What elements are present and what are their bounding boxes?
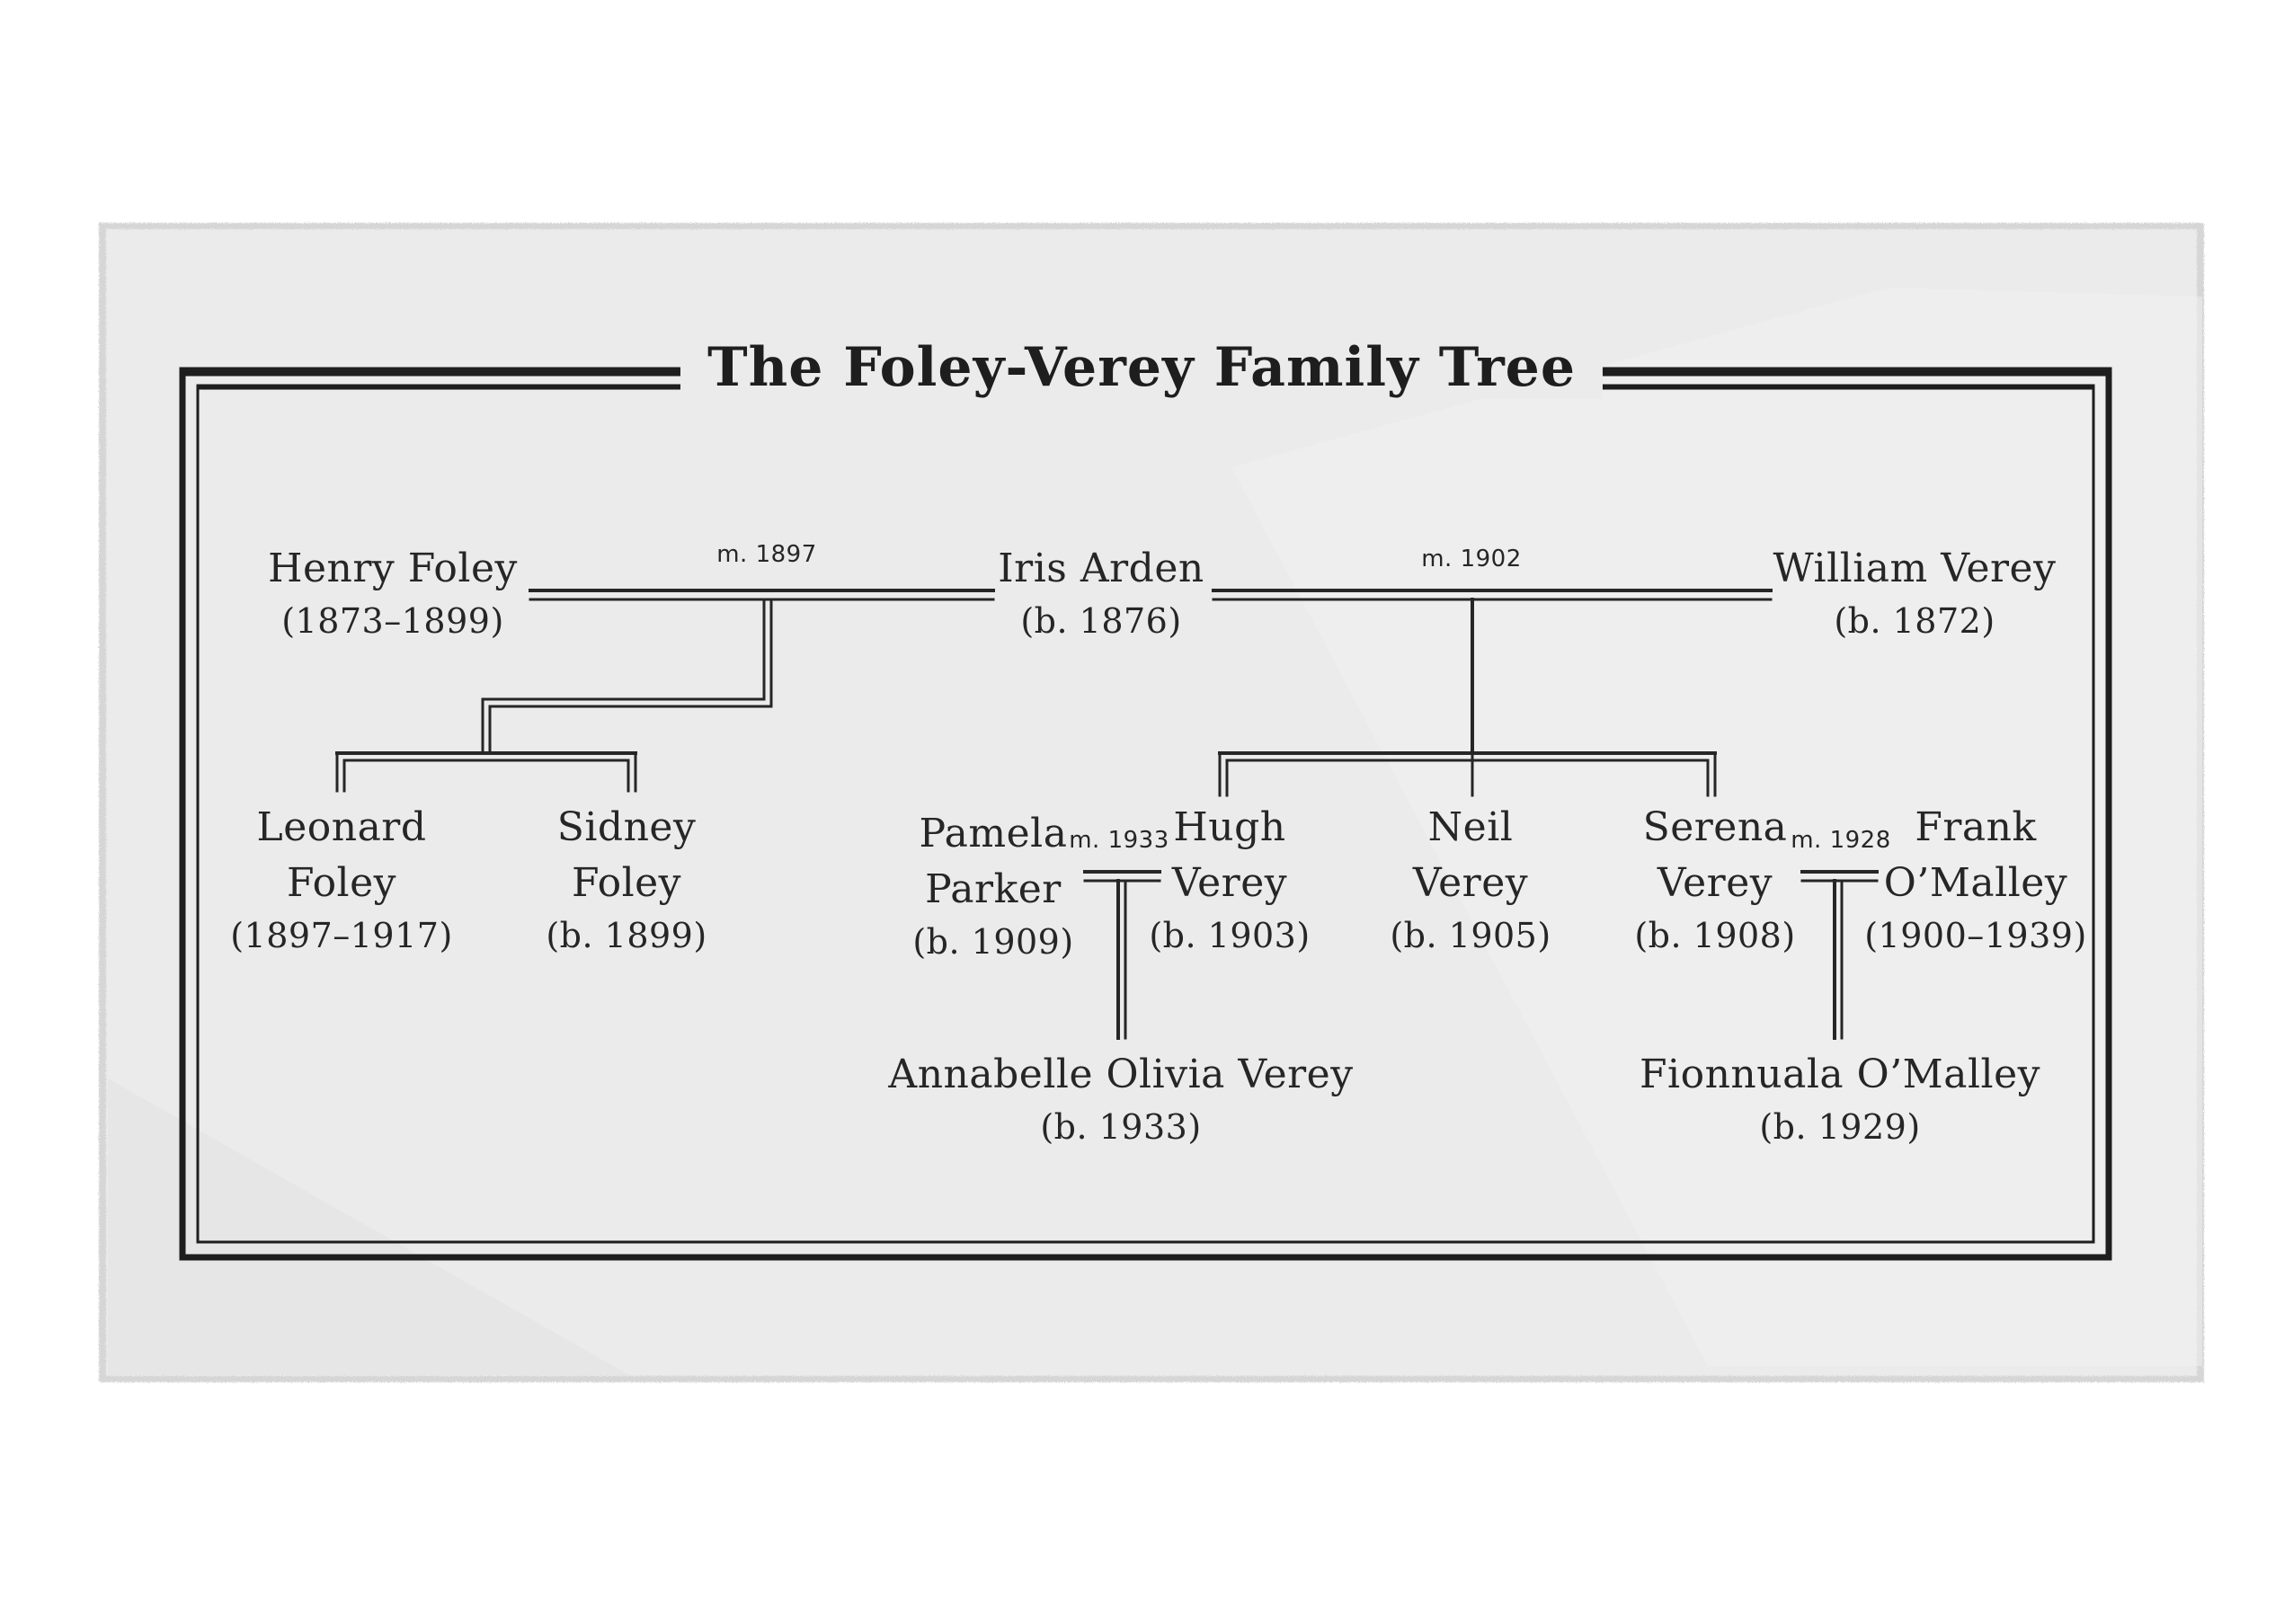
person-annabelle-olivia-verey: Annabelle Olivia Verey (b. 1933) (888, 1047, 1353, 1151)
person-name: William Verey (1773, 546, 2057, 591)
person-frank-omalley: Frank O’Malley (1900–1939) (1864, 800, 2087, 960)
person-name-line2: Verey (1171, 860, 1288, 906)
person-neil-verey: Neil Verey (b. 1905) (1390, 800, 1551, 960)
person-sidney-foley: Sidney Foley (b. 1899) (546, 800, 707, 960)
person-william-verey: William Verey (b. 1872) (1773, 541, 2057, 645)
marriage-label-henry-iris: m. 1897 (716, 541, 817, 568)
marriage-label-pamela-hugh: m. 1933 (1069, 827, 1169, 854)
person-name-line2: Parker (925, 866, 1062, 912)
marriage-label-serena-frank: m. 1928 (1791, 827, 1891, 854)
person-iris-arden: Iris Arden (b. 1876) (998, 541, 1204, 645)
person-name: Fionnuala O’Malley (1639, 1052, 2041, 1097)
person-name-line2: Verey (1412, 860, 1529, 906)
person-dates: (b. 1908) (1634, 916, 1796, 955)
person-name: Iris Arden (998, 546, 1204, 591)
person-name-line2: Foley (286, 860, 397, 906)
person-fionnuala-omalley: Fionnuala O’Malley (b. 1929) (1640, 1047, 2040, 1151)
person-name-line1: Leonard (256, 804, 427, 850)
person-dates: (1900–1939) (1864, 916, 2087, 955)
person-name-line2: Foley (571, 860, 682, 906)
person-name-line1: Neil (1427, 804, 1514, 850)
person-henry-foley: Henry Foley (1873–1899) (268, 541, 518, 645)
paper-sheet (99, 223, 2204, 1382)
title-bars (182, 369, 2109, 390)
person-name-line2: O’Malley (1883, 860, 2068, 906)
marriage-label-iris-william: m. 1902 (1421, 546, 1522, 572)
person-name: Annabelle Olivia Verey (888, 1052, 1354, 1097)
person-dates: (b. 1909) (912, 922, 1074, 962)
person-hugh-verey: Hugh Verey (b. 1903) (1149, 800, 1310, 960)
person-dates: (1897–1917) (230, 916, 453, 955)
person-dates: (b. 1933) (1040, 1107, 1202, 1147)
tree-lines (335, 589, 1879, 1040)
person-dates: (b. 1899) (546, 916, 707, 955)
person-name: Henry Foley (268, 546, 518, 591)
person-name-line1: Sidney (556, 804, 697, 850)
person-dates: (b. 1929) (1759, 1107, 1921, 1147)
person-dates: (b. 1903) (1149, 916, 1311, 955)
person-name-line1: Pamela (919, 811, 1068, 856)
person-leonard-foley: Leonard Foley (1897–1917) (230, 800, 453, 960)
person-dates: (1873–1899) (281, 601, 504, 641)
descent-line-foley (481, 598, 773, 755)
diagram-title: The Foley-Verey Family Tree (680, 336, 1604, 399)
person-name-line1: Hugh (1173, 804, 1286, 850)
person-dates: (b. 1905) (1390, 916, 1551, 955)
person-pamela-parker: Pamela Parker (b. 1909) (912, 806, 1073, 966)
person-name-line1: Serena (1642, 804, 1788, 850)
person-dates: (b. 1876) (1020, 601, 1182, 641)
person-dates: (b. 1872) (1834, 601, 1995, 641)
person-name-line1: Frank (1915, 804, 2037, 850)
person-serena-verey: Serena Verey (b. 1908) (1634, 800, 1795, 960)
person-name-line2: Verey (1657, 860, 1773, 906)
